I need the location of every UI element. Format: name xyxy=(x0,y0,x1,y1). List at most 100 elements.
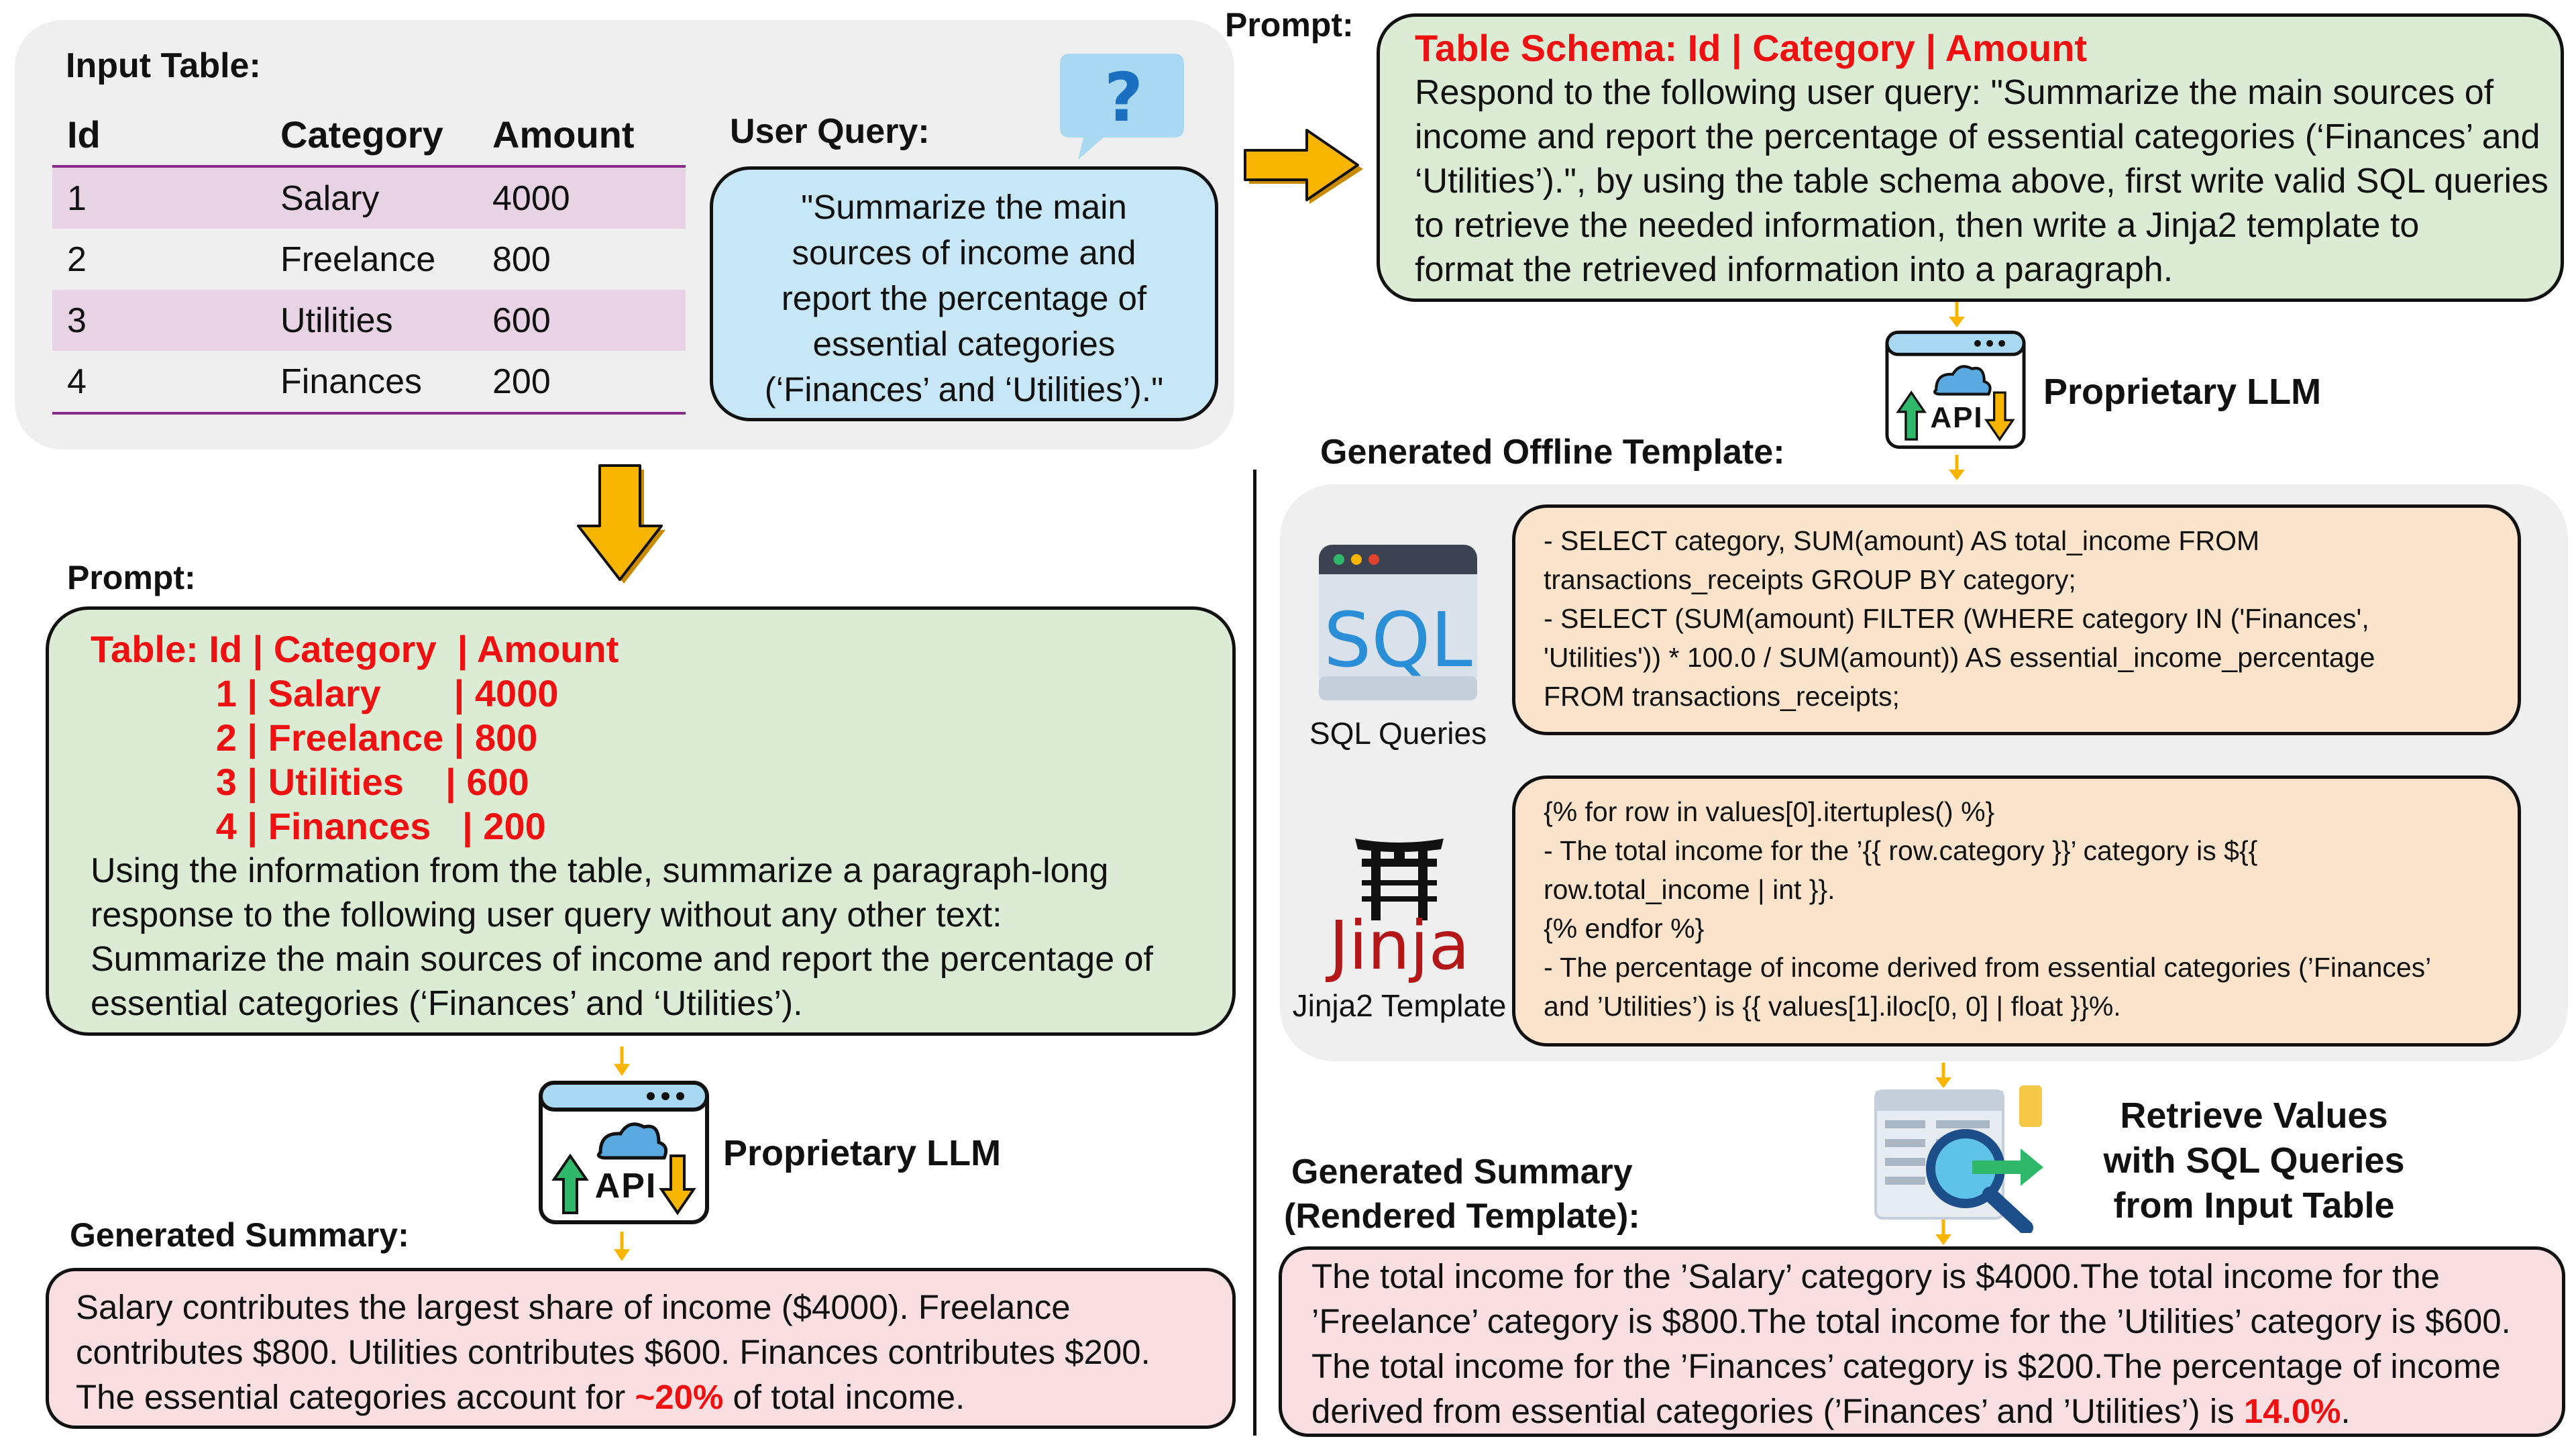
svg-text:?: ? xyxy=(1104,58,1143,137)
table-cell: Finances xyxy=(280,351,492,415)
jinja-line: and ’Utilities’) is {{ values[1].iloc[0,… xyxy=(1544,991,2121,1022)
sql-line: 'Utilities')) * 100.0 / SUM(amount)) AS … xyxy=(1544,642,2375,673)
prompt-text-line: format the retrieved information into a … xyxy=(1415,250,2174,289)
prompt-text-line: income and report the percentage of esse… xyxy=(1415,117,2540,156)
jinja-template-box: {% for row in values[0].itertuples() %} … xyxy=(1512,775,2521,1046)
table-cell: 1 xyxy=(52,166,280,229)
question-bubble-icon: ? xyxy=(1060,54,1184,160)
prompt-table-line: 4 | Finances | 200 xyxy=(91,805,546,847)
jinja-line: - The total income for the ’{{ row.categ… xyxy=(1544,835,2258,866)
summary-line: contributes $800. Utilities contributes … xyxy=(76,1333,1150,1371)
table-cell: 4000 xyxy=(492,166,686,229)
summary-text: of total income. xyxy=(723,1378,965,1416)
query-line: "Summarize the main xyxy=(801,188,1127,226)
sql-line: transactions_receipts GROUP BY category; xyxy=(1544,564,2076,595)
summary-text: derived from essential categories (’Fina… xyxy=(1311,1392,2244,1430)
summary-line: The essential categories account for ~20… xyxy=(76,1375,1232,1419)
table-cell: 200 xyxy=(492,351,686,415)
column-divider xyxy=(1253,470,1256,1436)
summary-line: ’Freelance’ category is $800.The total i… xyxy=(1311,1302,2511,1340)
prompt-text-line: Using the information from the table, su… xyxy=(91,851,1109,890)
small-arrow-down-icon xyxy=(1949,455,1965,480)
prompt-table-line: 2 | Freelance | 800 xyxy=(91,716,538,759)
small-arrow-down-icon xyxy=(1935,1220,1951,1245)
sql-line: FROM transactions_receipts; xyxy=(1544,681,1900,712)
summary-line: The total income for the ’Finances’ cate… xyxy=(1311,1347,2501,1385)
retrieve-label: Retrieve Values with SQL Queries from In… xyxy=(2066,1093,2442,1228)
arrow-down-icon xyxy=(577,464,665,584)
sql-queries-box: - SELECT category, SUM(amount) AS total_… xyxy=(1512,504,2521,735)
prompt-table-line: 3 | Utilities | 600 xyxy=(91,761,529,803)
input-table-title: Input Table: xyxy=(66,46,261,85)
table-header: Id xyxy=(52,104,280,168)
retrieve-line: with SQL Queries xyxy=(2103,1140,2405,1181)
left-summary-box: Salary contributes the largest share of … xyxy=(46,1268,1236,1429)
query-line: (‘Finances’ and ‘Utilities’)." xyxy=(764,370,1164,409)
api-text: API xyxy=(594,1167,657,1205)
jinja-line: {% endfor %} xyxy=(1544,913,1705,944)
sql-logo-text: SQL xyxy=(1324,597,1472,684)
sql-caption: SQL Queries xyxy=(1309,716,1487,751)
left-prompt-box: Table: Id | Category | Amount 1 | Salary… xyxy=(46,606,1236,1036)
sql-line: - SELECT (SUM(amount) FILTER (WHERE cate… xyxy=(1544,603,2369,634)
small-arrow-down-icon xyxy=(614,1232,630,1261)
prompt-text-line: essential categories (‘Finances’ and ‘Ut… xyxy=(91,984,803,1023)
prompt-text-line: Summarize the main sources of income and… xyxy=(91,940,1153,979)
left-llm-label: Proprietary LLM xyxy=(723,1133,1002,1173)
query-line: report the percentage of xyxy=(781,279,1147,317)
table-cell: 800 xyxy=(492,239,551,279)
arrow-right-icon xyxy=(1244,129,1363,204)
prompt-table-line: Table: Id | Category | Amount xyxy=(91,628,619,670)
summary-highlight: ~20% xyxy=(635,1378,724,1416)
summary-line: Salary contributes the largest share of … xyxy=(76,1288,1071,1326)
summary-highlight: 14.0% xyxy=(2243,1392,2341,1430)
prompt-table-line: 1 | Salary | 4000 xyxy=(91,672,559,714)
sql-logo-icon xyxy=(1319,545,1477,700)
jinja-line: - The percentage of income derived from … xyxy=(1544,952,2432,983)
api-text: API xyxy=(1930,401,1984,434)
summary-line: The total income for the ’Salary’ catego… xyxy=(1311,1257,2440,1295)
right-summary-label: Generated Summary (Rendered Template): xyxy=(1284,1150,1640,1238)
retrieve-line: from Input Table xyxy=(2113,1185,2395,1226)
sql-line: - SELECT category, SUM(amount) AS total_… xyxy=(1544,525,2260,556)
table-search-icon xyxy=(1874,1085,2043,1233)
right-summary-box: The total income for the ’Salary’ catego… xyxy=(1279,1246,2565,1437)
small-arrow-down-icon xyxy=(614,1046,630,1076)
table-cell: 2 xyxy=(67,239,87,279)
jinja-logo-text: Jinja xyxy=(1329,906,1470,985)
summary-text: The essential categories account for xyxy=(76,1378,635,1416)
query-line: sources of income and xyxy=(792,233,1136,272)
table-header: Amount xyxy=(492,104,686,168)
table-cell: Utilities xyxy=(280,290,492,351)
table-row: 2 Freelance 800 xyxy=(52,229,686,290)
prompt-text-line: ‘Utilities’).", by using the table schem… xyxy=(1415,162,2548,201)
offline-template-label: Generated Offline Template: xyxy=(1320,433,1785,472)
small-arrow-down-icon xyxy=(1935,1063,1951,1088)
jinja-caption: Jinja2 Template xyxy=(1292,988,1507,1023)
user-query-label: User Query: xyxy=(730,112,930,151)
table-row: 1 Salary 4000 xyxy=(52,166,686,229)
prompt-text-line: response to the following user query wit… xyxy=(91,896,1002,934)
table-cell: Freelance xyxy=(280,239,436,279)
table-cell: 4 xyxy=(52,351,280,415)
api-icon xyxy=(539,1081,709,1224)
table-cell: 3 xyxy=(52,290,280,351)
table-cell: 600 xyxy=(492,290,686,351)
user-query-box: "Summarize the main sources of income an… xyxy=(710,166,1218,421)
prompt-text-line: to retrieve the needed information, then… xyxy=(1415,206,2420,245)
input-table: Id Category Amount 1 Salary 4000 2 Freel… xyxy=(52,104,686,415)
left-summary-label: Generated Summary: xyxy=(70,1216,409,1254)
left-prompt-label: Prompt: xyxy=(67,559,196,596)
right-prompt-label: Prompt: xyxy=(1225,6,1354,44)
right-llm-label: Proprietary LLM xyxy=(2043,372,2322,412)
table-cell: Salary xyxy=(280,166,492,229)
query-line: essential categories xyxy=(812,325,1116,363)
prompt-text-line: Respond to the following user query: "Su… xyxy=(1415,73,2494,112)
retrieve-line: Retrieve Values xyxy=(2120,1095,2388,1136)
table-row: 4 Finances 200 xyxy=(52,351,686,415)
schema-line: Table Schema: Id | Category | Amount xyxy=(1415,27,2088,69)
summary-line: derived from essential categories (’Fina… xyxy=(1311,1389,2562,1434)
table-row: 3 Utilities 600 xyxy=(52,290,686,351)
right-summary-label-line: (Rendered Template): xyxy=(1284,1197,1640,1236)
table-header-row: Id Category Amount xyxy=(52,104,686,168)
